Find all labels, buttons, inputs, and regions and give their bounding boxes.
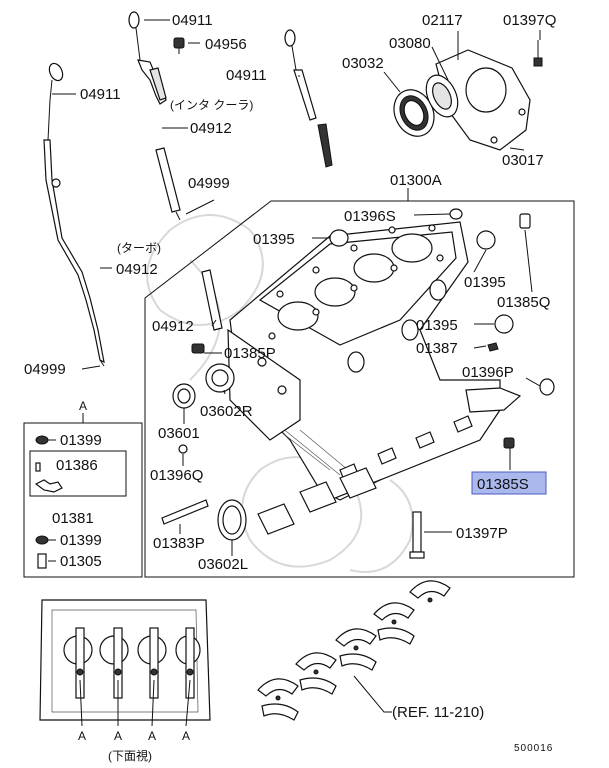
main-bearing-caps-on-block — [339, 415, 473, 481]
bushing-03601[interactable] — [172, 383, 196, 409]
label-01385p[interactable]: 01385P — [224, 345, 276, 362]
label-01396q[interactable]: 01396Q — [150, 467, 203, 484]
washer-icon — [35, 435, 49, 445]
label-03601[interactable]: 03601 — [158, 425, 200, 442]
part-labels: 04911 04956 02117 01397Q 04911 03080 030… — [24, 12, 556, 573]
box-a-item-2[interactable]: 01386 — [56, 457, 98, 474]
plug-01385s[interactable] — [503, 437, 515, 449]
pin-icon — [35, 462, 41, 472]
detail-box-a: A 01399 01386 01381 01399 01305 — [23, 399, 143, 578]
label-04999-top[interactable]: 04999 — [188, 175, 230, 192]
label-01395-b[interactable]: 01395 — [464, 274, 506, 291]
label-01385s[interactable]: 01385S — [477, 476, 529, 493]
label-04999-left[interactable]: 04999 — [24, 361, 66, 378]
box-a-item-1[interactable]: 01399 — [60, 432, 102, 449]
label-01385q[interactable]: 01385Q — [497, 294, 550, 311]
leader-lines — [52, 19, 541, 556]
label-02117[interactable]: 02117 — [422, 12, 463, 29]
bottom-marker-4: A — [182, 729, 190, 743]
plug-01385q[interactable] — [519, 213, 531, 229]
label-01383p[interactable]: 01383P — [153, 535, 205, 552]
diagram-code: 500016 — [514, 743, 553, 754]
label-01387[interactable]: 01387 — [416, 340, 458, 357]
bushing-03602r[interactable] — [205, 363, 235, 393]
bolt-01397p[interactable] — [409, 511, 425, 559]
label-01395-c[interactable]: 01395 — [416, 317, 458, 334]
label-04911-right[interactable]: 04911 — [226, 67, 267, 84]
plug-01395-c[interactable] — [494, 314, 514, 334]
box-a-title: A — [79, 399, 87, 413]
label-01396s[interactable]: 01396S — [344, 208, 396, 225]
bolt-04956[interactable] — [173, 37, 185, 54]
bottom-marker-1: A — [78, 729, 86, 743]
box-a-item-3[interactable]: 01381 — [52, 510, 94, 527]
plug-01395-a[interactable] — [329, 229, 349, 247]
label-01397q[interactable]: 01397Q — [503, 12, 556, 29]
note-bottom-view: (下面視) — [108, 748, 152, 763]
label-01395-a[interactable]: 01395 — [253, 231, 295, 248]
guide-tube-04912[interactable] — [201, 269, 223, 331]
label-03602r[interactable]: 03602R — [200, 403, 253, 420]
oil-seal-case[interactable] — [420, 49, 531, 151]
plug-01385p[interactable] — [191, 343, 205, 354]
cylinder-block-frame — [144, 200, 575, 578]
clip-icon — [34, 479, 63, 493]
box-a-item-4[interactable]: 01399 — [60, 532, 102, 549]
box-a-item-5[interactable]: 01305 — [60, 553, 102, 570]
note-ref[interactable]: (REF. 11-210) — [392, 704, 484, 721]
stud-01383p[interactable] — [161, 499, 209, 525]
bearing-cap-lower[interactable] — [257, 467, 377, 535]
label-01397p[interactable]: 01397P — [456, 525, 508, 542]
label-04912-center[interactable]: 04912 — [152, 318, 194, 335]
label-03602l[interactable]: 03602L — [198, 556, 248, 573]
main-bearing-shells[interactable]: (REF. 11-210) — [257, 580, 484, 721]
washer-icon-2 — [35, 535, 49, 545]
label-01396p[interactable]: 01396P — [462, 364, 514, 381]
block-bottom-view: A A A A (下面視) — [39, 599, 211, 763]
jet-01387[interactable] — [487, 342, 499, 352]
label-03032[interactable]: 03032 — [342, 55, 384, 72]
bolt-icon — [37, 553, 47, 569]
head-bolt-holes — [268, 224, 444, 340]
label-03017[interactable]: 03017 — [502, 152, 544, 169]
label-04912-left[interactable]: 04912 — [116, 261, 158, 278]
plug-01396s[interactable] — [449, 208, 463, 220]
bottom-marker-2: A — [114, 729, 122, 743]
bolt-01397q[interactable] — [533, 40, 543, 67]
label-04911-top[interactable]: 04911 — [172, 12, 213, 29]
label-04956[interactable]: 04956 — [205, 36, 247, 53]
label-03080[interactable]: 03080 — [389, 35, 431, 52]
oil-dipstick-right[interactable] — [284, 29, 333, 168]
plug-01395-b[interactable] — [476, 230, 496, 250]
oil-dipstick-left[interactable] — [43, 61, 105, 367]
label-04911-left[interactable]: 04911 — [80, 86, 121, 103]
note-intercooler: (インタ クーラ) — [170, 98, 253, 112]
bushing-03602l[interactable] — [217, 499, 247, 541]
label-04912-top[interactable]: 04912 — [190, 120, 232, 137]
plug-01396p[interactable] — [539, 378, 555, 396]
note-turbo: (ターボ) — [117, 241, 161, 255]
cylinder-block[interactable] — [227, 221, 522, 501]
oil-dipstick-center[interactable] — [128, 11, 181, 221]
bottom-marker-3: A — [148, 729, 156, 743]
rear-oil-seal[interactable] — [387, 83, 442, 143]
plug-01396q[interactable] — [178, 444, 188, 454]
highlight-01385s — [471, 471, 547, 495]
label-01300a[interactable]: 01300A — [390, 172, 442, 189]
